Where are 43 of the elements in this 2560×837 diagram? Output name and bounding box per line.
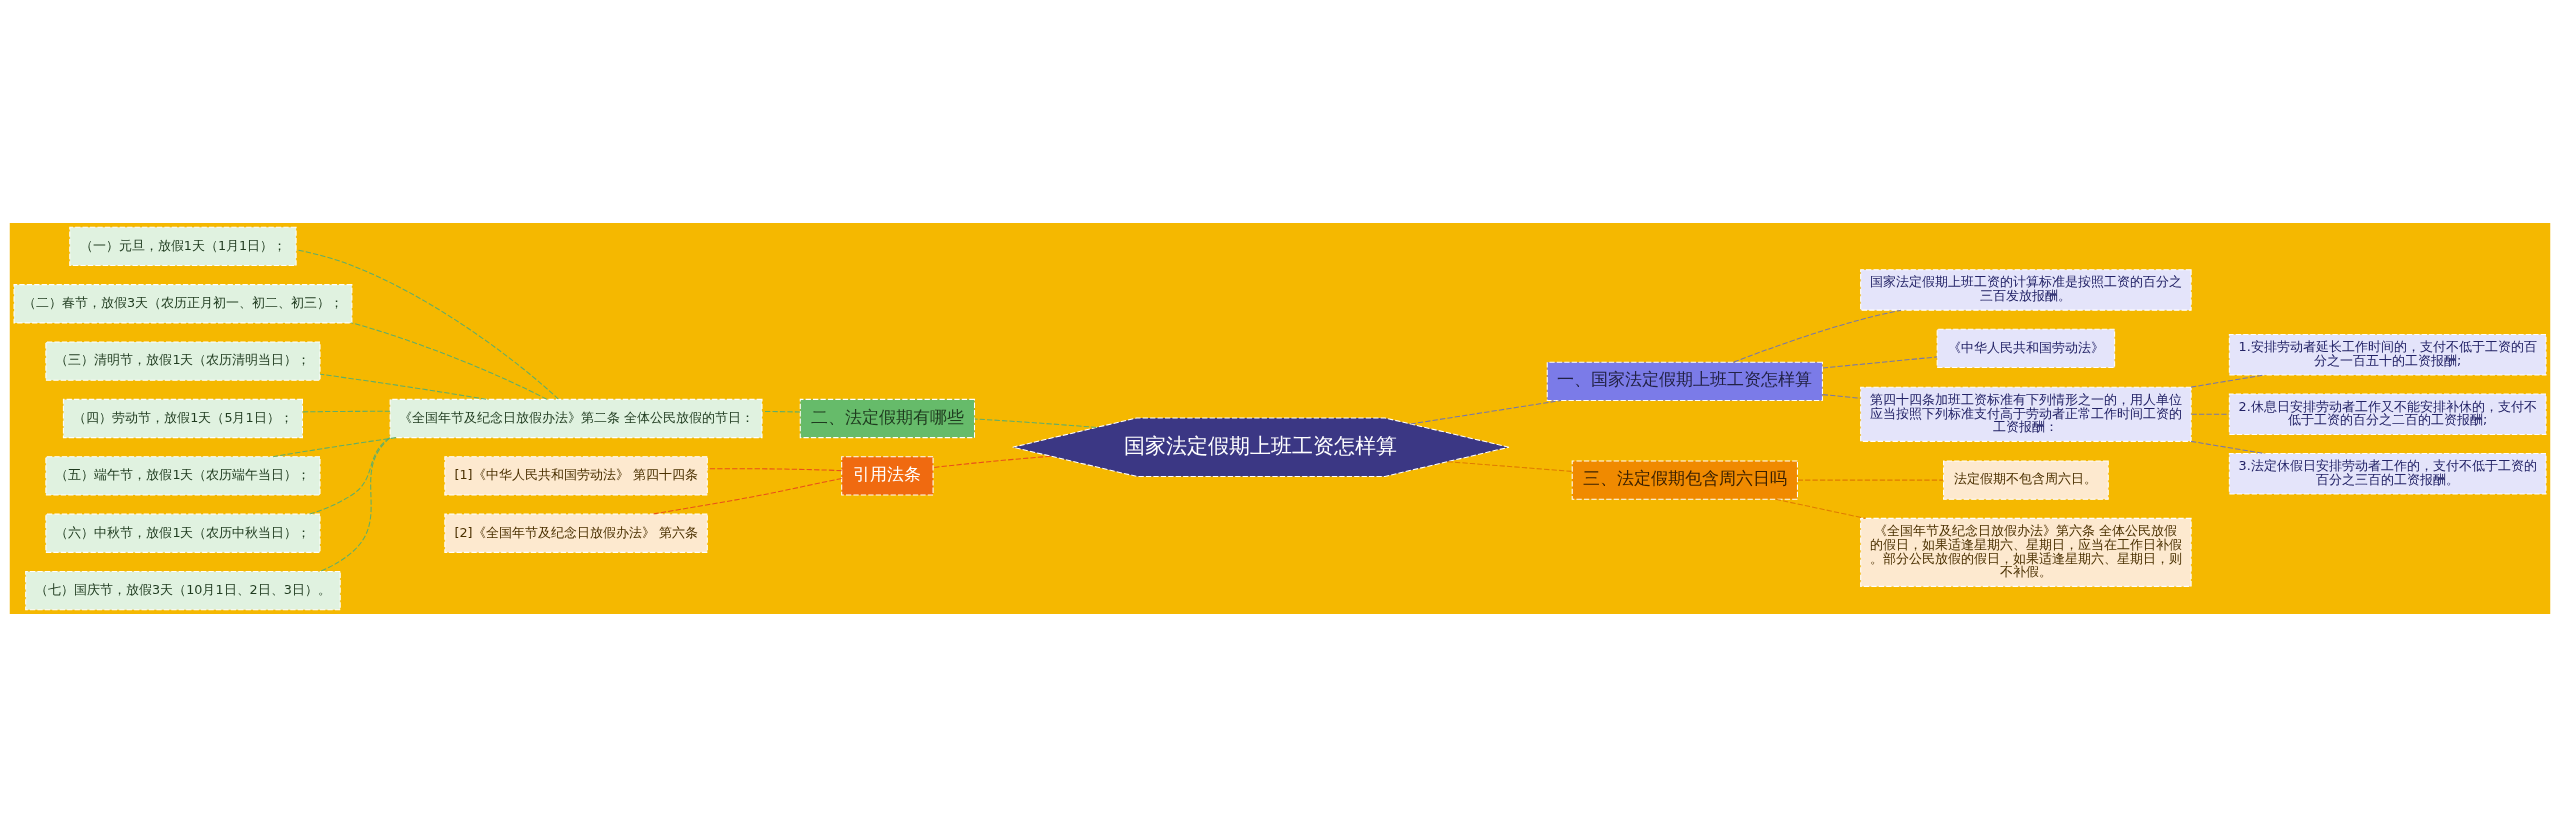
- connector: [302, 410, 391, 413]
- node-box: [2]《全国年节及纪念日放假办法》 第六条: [444, 513, 708, 553]
- node-box: 1.安排劳动者延长工作时间的，支付不低于工资的百分之一百五十的工资报酬;: [2228, 334, 2547, 376]
- connector: [308, 437, 391, 515]
- connector: [1733, 309, 1902, 363]
- node-box: 三、法定假期包含周六日吗: [1571, 460, 1798, 500]
- node-box: （六）中秋节，放假1天（农历中秋当日）；: [45, 513, 321, 553]
- connector: [319, 437, 391, 572]
- node-box: （七）国庆节，放假3天（10月1日、2日、3日）。: [25, 570, 341, 611]
- node-box: 2.休息日安排劳动者工作又不能安排补休的，支付不低于工资的百分之二百的工资报酬;: [2228, 393, 2547, 435]
- node-box: （三）清明节，放假1天（农历清明当日）；: [45, 341, 321, 381]
- connector: [272, 437, 397, 458]
- connector: [1410, 399, 1562, 425]
- connector: [2190, 374, 2266, 388]
- connector: [2191, 413, 2230, 415]
- node-box: 《全国年节及纪念日放假办法》第六条 全体公民放假的假日，如果适逢星期六、星期日，应当在工作日补假。部分公民放假的假日，如果适逢星期六、星期日，则不补假。: [1860, 517, 2192, 587]
- connector: [1822, 356, 1938, 369]
- node-box: 引用法条: [841, 456, 934, 496]
- connector: [706, 468, 843, 472]
- connector: [350, 322, 548, 400]
- connector: [2190, 440, 2266, 455]
- connector: [295, 249, 559, 400]
- node-box: [1]《中华人民共和国劳动法》 第四十四条: [444, 456, 708, 496]
- node-box: 法定假期不包含周六日。: [1943, 460, 2109, 500]
- connector: [1797, 479, 1944, 481]
- node-box: 第四十四条加班工资标准有下列情形之一的，用人单位应当按照下列标准支付高于劳动者正常工作时间工资的工资报酬：: [1860, 386, 2192, 442]
- node-box: 3.法定休假日安排劳动者工作的，支付不低于工资的百分之三百的工资报酬。: [2228, 453, 2547, 495]
- node-box: 《全国年节及纪念日放假办法》第二条 全体公民放假的节日：: [389, 398, 763, 439]
- connector: [932, 455, 1052, 469]
- connector: [1775, 498, 1866, 519]
- node-box: 《中华人民共和国劳动法》: [1936, 328, 2116, 369]
- node-box: （一）元旦，放假1天（1月1日）；: [69, 226, 297, 267]
- node-box: （五）端午节，放假1天（农历端午当日）；: [45, 456, 321, 496]
- connector: [1822, 394, 1861, 399]
- node-box: （四）劳动节，放假1天（5月1日）；: [62, 398, 303, 439]
- connector: [761, 410, 801, 413]
- node-box: 二、法定假期有哪些: [799, 398, 976, 439]
- node-box: （二）春节，放假3天（农历正月初一、初二、初三）；: [13, 284, 353, 324]
- node-box: 国家法定假期上班工资的计算标准是按照工资的百分之三百发放报酬。: [1860, 269, 2192, 311]
- connector: [974, 418, 1097, 428]
- connector: [1447, 461, 1573, 472]
- node-box: 一、国家法定假期上班工资怎样算: [1546, 361, 1823, 401]
- connector: [319, 373, 487, 400]
